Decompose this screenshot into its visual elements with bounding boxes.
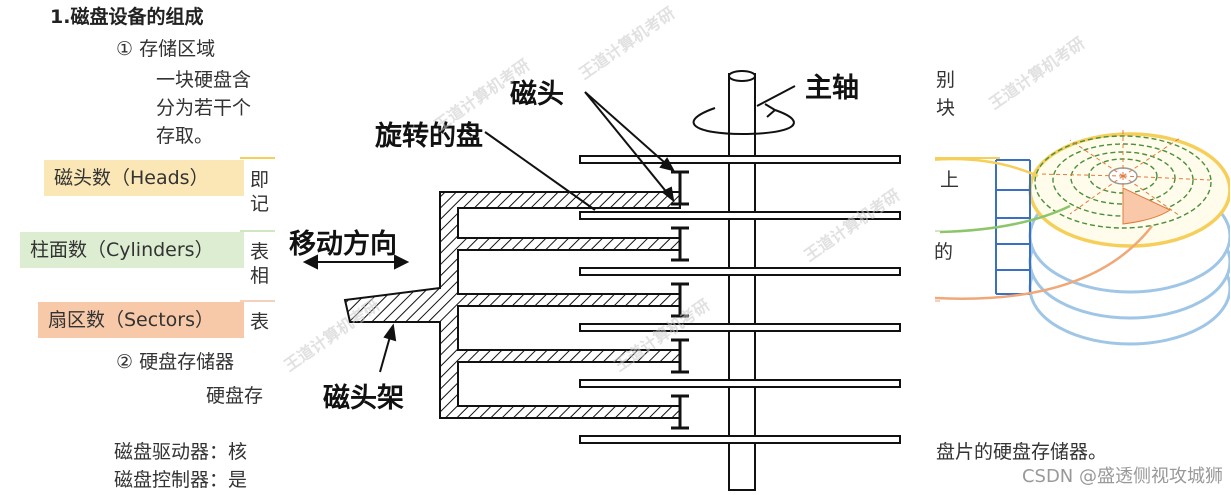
platters — [579, 155, 901, 444]
cylinders-text-right: 的 — [934, 241, 954, 263]
cylinders-tag: 柱面数（Cylinders） — [20, 232, 244, 268]
move-direction-label: 移动方向 — [289, 229, 397, 260]
storage-area-line2-right: 块 — [936, 97, 956, 119]
label-pointers — [379, 91, 675, 373]
heads-text-1: 即 — [250, 169, 270, 191]
heads-tag: 磁头数（Heads） — [44, 160, 244, 196]
watermark-6: 王道计算机考研 — [985, 33, 1089, 114]
heads-text-2: 记 — [250, 193, 270, 215]
rotation-arrowhead — [764, 103, 776, 118]
head-arm — [343, 191, 681, 419]
spindle-pointer — [756, 85, 796, 107]
spindle-top — [728, 70, 756, 82]
storage-area-line3: 存取。 — [156, 125, 214, 147]
platter-stack-diagram — [930, 130, 1230, 346]
cylinders-text-2: 相 — [250, 265, 270, 287]
spindle-shaft — [728, 73, 756, 491]
heads-arrow — [930, 157, 1039, 178]
move-direction-arrow — [302, 254, 410, 270]
track-2 — [1052, 143, 1194, 217]
head-arm-label: 磁头架 — [323, 383, 404, 414]
rotating-disk-label: 旋转的盘 — [375, 121, 483, 152]
storage-area-line1: 一块硬盘含 — [156, 69, 252, 91]
section-title: 1.磁盘设备的组成 — [50, 6, 204, 28]
heads-text-right: 上 — [940, 169, 960, 191]
head-elements — [671, 170, 689, 430]
head-label: 磁头 — [510, 79, 564, 110]
hdd-storage-line1: 硬盘存 — [206, 385, 264, 407]
rotation-arrow — [692, 107, 795, 136]
storage-area-line1-right: 别 — [936, 69, 956, 91]
track-1 — [1034, 135, 1212, 229]
footer-credit: CSDN @盛透侧视攻城狮 — [1021, 466, 1223, 487]
controller-line-left: 磁盘控制器：是 — [114, 469, 248, 491]
sectors-arrow — [934, 225, 1153, 300]
cylinders-arrow — [939, 204, 1071, 234]
cylinders-text-1: 表 — [250, 241, 270, 263]
drive-line-right: 盘片的硬盘存储器。 — [936, 441, 1108, 463]
platter-top — [1028, 132, 1230, 248]
disk-structure-svg — [302, 70, 901, 491]
sectors-text-1: 表 — [250, 311, 270, 333]
storage-area-line2: 分为若干个 — [156, 97, 252, 119]
disk-structure-diagram: 磁头 主轴 旋转的盘 移动方向 磁头架 王道计算机考研 王道计算机考研 王道计算… — [275, 22, 935, 495]
highlighted-sector — [1122, 187, 1172, 225]
spindle-label: 主轴 — [805, 73, 859, 104]
storage-area-heading: ① 存储区域 — [116, 38, 216, 60]
sectors-tag: 扇区数（Sectors） — [38, 302, 244, 338]
drive-line-left: 磁盘驱动器：核 — [114, 441, 248, 463]
hdd-storage-heading: ② 硬盘存储器 — [116, 351, 235, 373]
